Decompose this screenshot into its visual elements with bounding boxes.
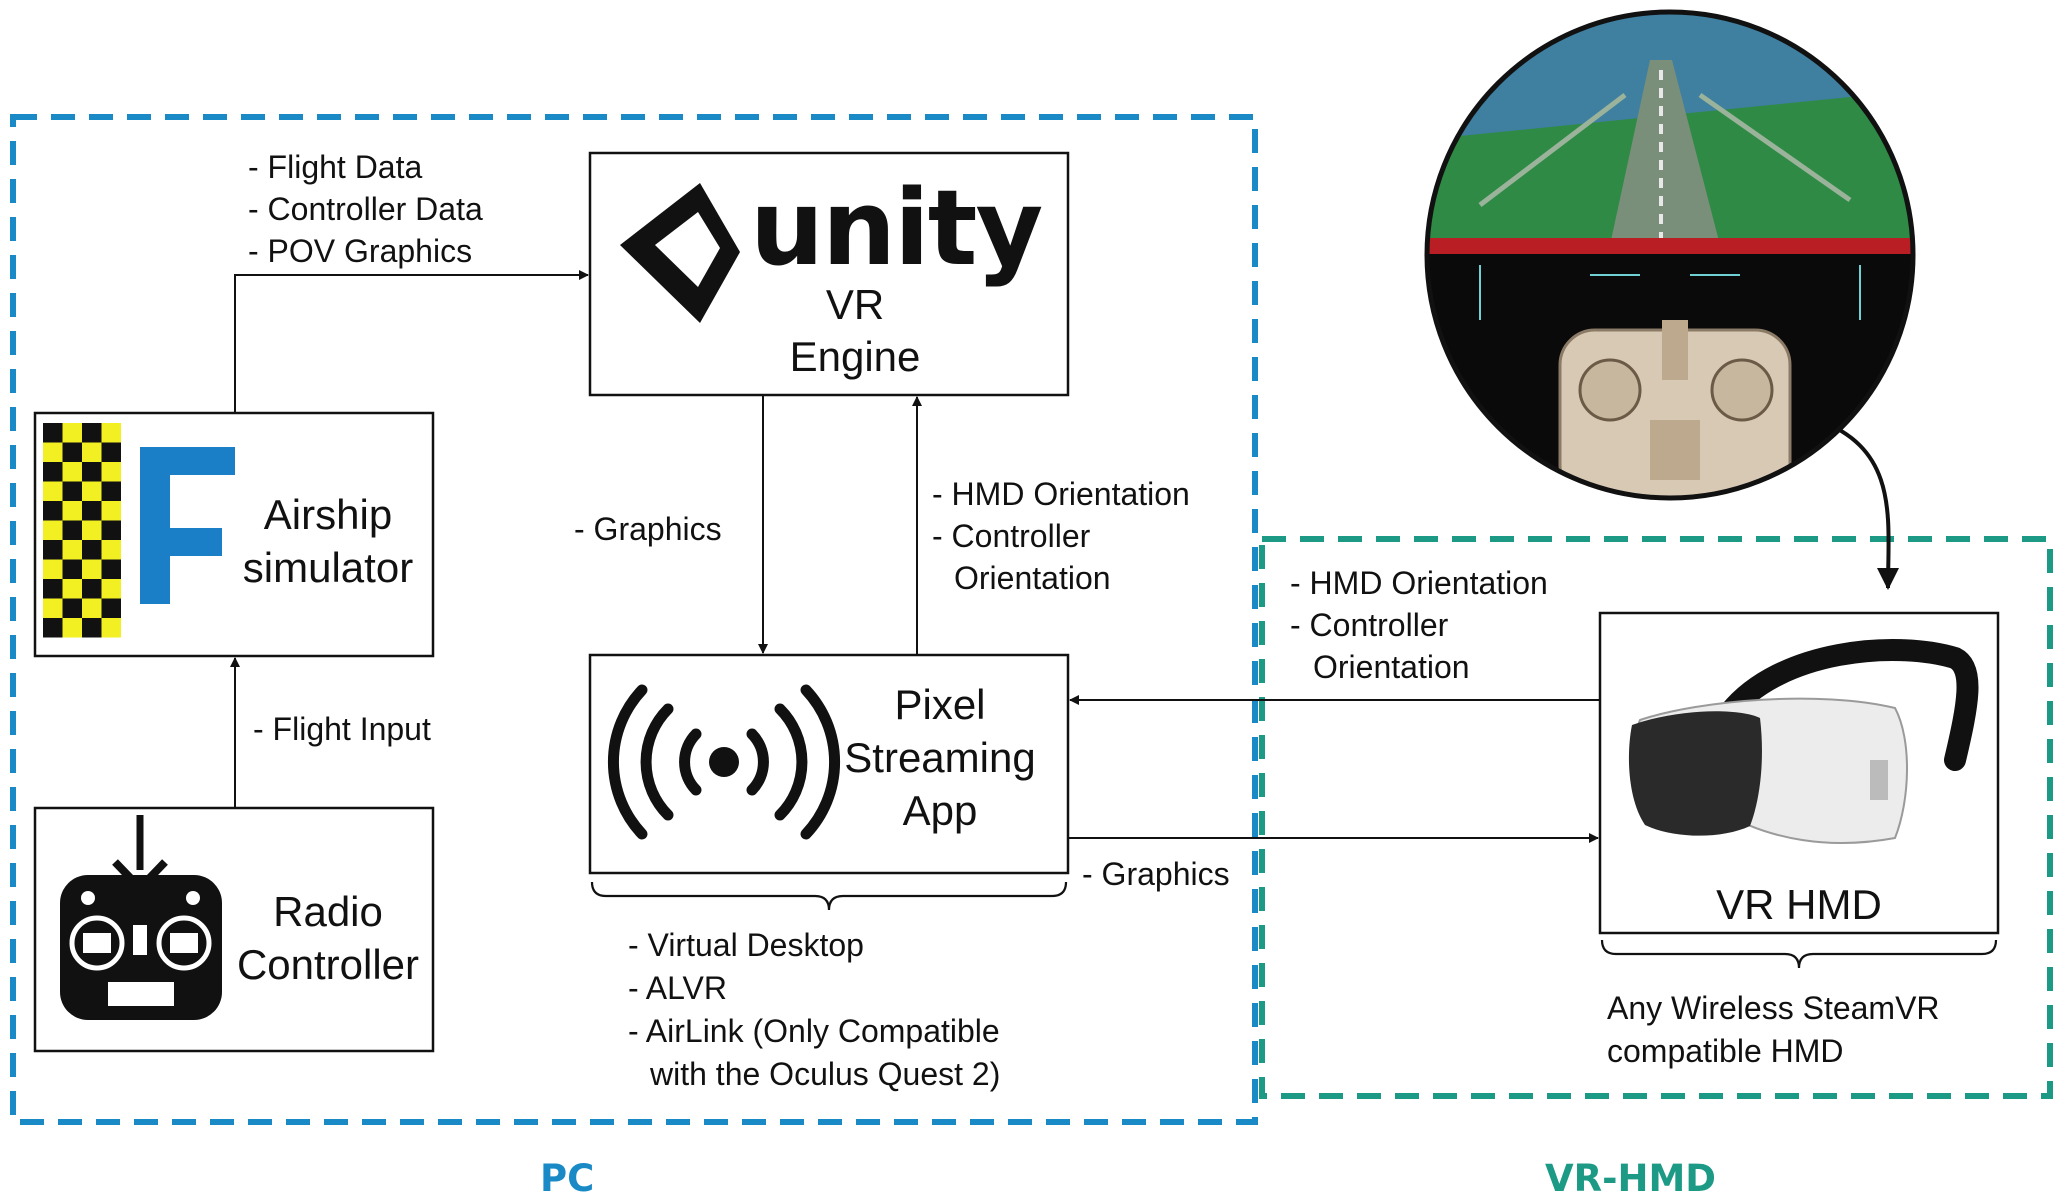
checker-square [101, 540, 121, 560]
edge-label-orientation-2: Orientation [1313, 649, 1470, 685]
checker-square [62, 423, 82, 443]
note-airlink-2: with the Oculus Quest 2) [650, 1056, 1001, 1092]
edge-label-pov-graphics: - POV Graphics [248, 233, 473, 269]
checker-square [82, 579, 102, 599]
edge-label-graphics-right: - Graphics [1082, 856, 1230, 892]
edge-label-graphics-down: - Graphics [574, 511, 722, 547]
radio-label-2: Controller [236, 941, 420, 988]
hmd-label: VR HMD [1716, 881, 1882, 928]
checker-square [62, 520, 82, 540]
airship-label-1: Airship [263, 491, 393, 538]
checker-square [82, 618, 102, 638]
checker-square [62, 618, 82, 638]
edge-label-controller-2: - Controller [1290, 607, 1449, 643]
hmd-note-2: compatible HMD [1607, 1033, 1844, 1069]
checker-square [82, 442, 102, 462]
airship-label-2: simulator [242, 544, 414, 591]
checker-square [43, 462, 63, 482]
edge-label-hmd-orientation: - HMD Orientation [932, 476, 1190, 512]
pixel-label-1: Pixel [894, 681, 986, 728]
pixel-brace [590, 881, 1068, 911]
edge-label-hmd-orientation-2: - HMD Orientation [1290, 565, 1548, 601]
checker-square [43, 423, 63, 443]
checker-square [101, 481, 121, 501]
checker-square [101, 501, 121, 521]
checker-square [43, 520, 63, 540]
checker-square [62, 442, 82, 462]
checker-square [101, 618, 121, 638]
note-alvr: - ALVR [628, 970, 727, 1006]
group-label-vr-hmd: VR-HMD [1545, 1157, 1716, 1200]
checker-square [101, 520, 121, 540]
checker-square [62, 579, 82, 599]
checker-square [62, 598, 82, 618]
edge-label-controller: - Controller [932, 518, 1091, 554]
group-label-pc: PC [540, 1157, 595, 1200]
checker-square [43, 540, 63, 560]
radio-controller-icon [60, 815, 222, 1020]
checker-square [62, 559, 82, 579]
checker-square [82, 520, 102, 540]
f-logo-icon [140, 447, 235, 604]
checker-square [43, 559, 63, 579]
checker-square [82, 540, 102, 560]
checker-square [82, 481, 102, 501]
checker-square [82, 559, 102, 579]
checker-square [82, 462, 102, 482]
checker-square [101, 579, 121, 599]
checker-square [82, 598, 102, 618]
checker-square [43, 442, 63, 462]
checker-square [62, 540, 82, 560]
edge-label-flight-data: - Flight Data [248, 149, 423, 185]
radio-label-1: Radio [273, 888, 383, 935]
vr-headset-icon [1628, 638, 1979, 844]
unity-cube-icon [620, 183, 740, 323]
note-virtual-desktop: - Virtual Desktop [628, 927, 864, 963]
photo-frame [1424, 9, 1916, 501]
checker-square [43, 579, 63, 599]
broadcast-icon [608, 684, 840, 840]
checker-square [62, 462, 82, 482]
edge-label-controller-data: - Controller Data [248, 191, 483, 227]
checker-square [43, 501, 63, 521]
checker-square [82, 501, 102, 521]
checker-square [82, 423, 102, 443]
checker-square [43, 618, 63, 638]
pixel-box [588, 653, 1070, 875]
edge-label-flight-input: - Flight Input [253, 711, 431, 747]
unity-logo-text: unity [750, 167, 1043, 289]
checker-square [101, 462, 121, 482]
checker-square [101, 423, 121, 443]
unity-label-vr: VR [825, 281, 885, 328]
pixel-label-2: Streaming [844, 734, 1036, 781]
hmd-note-1: Any Wireless SteamVR [1607, 990, 1940, 1026]
arrow-photo-to-hmd [1817, 418, 1900, 590]
arrow-sim-to-unity [234, 270, 589, 413]
hmd-brace [1600, 939, 1998, 969]
checker-square [43, 598, 63, 618]
checker-square [101, 559, 121, 579]
pixel-label-3: App [902, 787, 978, 834]
checkered-flag-icon [43, 423, 121, 638]
checker-square [101, 442, 121, 462]
checker-square [101, 598, 121, 618]
unity-label-engine: Engine [789, 333, 921, 380]
checker-square [43, 481, 63, 501]
edge-label-orientation: Orientation [954, 560, 1111, 596]
checker-square [62, 481, 82, 501]
checker-square [62, 501, 82, 521]
note-airlink: - AirLink (Only Compatible [628, 1013, 1000, 1049]
pc-group-frame [10, 114, 1258, 1125]
vr-group-frame [1259, 536, 2053, 1099]
